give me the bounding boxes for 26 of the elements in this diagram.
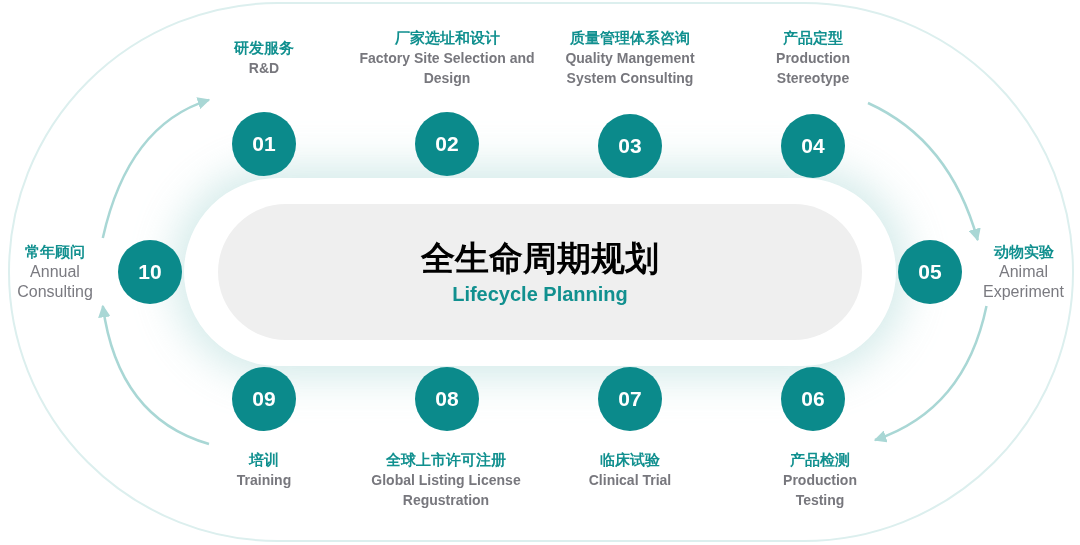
step-title: 厂家选址和设计 — [394, 28, 500, 48]
step-subtitle: Animal Experiment — [982, 262, 1065, 302]
step-title: 动物实验 — [993, 242, 1054, 262]
step-title: 常年顾问 — [25, 242, 85, 262]
step-title: 产品定型 — [783, 28, 843, 48]
center-subtitle: Lifecycle Planning — [452, 282, 628, 306]
step-subtitle: Global Listing License Regustration — [370, 471, 522, 510]
step-subtitle: Annual Consulting — [16, 262, 94, 302]
step-subtitle: Quality Mangement System Consulting — [564, 49, 696, 88]
step-title: 质量管理体系咨询 — [570, 28, 690, 48]
step-subtitle: Production Testing — [782, 471, 858, 510]
curved-arrow — [867, 101, 981, 242]
step-title: 培训 — [249, 450, 279, 470]
step-subtitle: Clinical Trial — [588, 471, 672, 490]
step-title: 产品检测 — [790, 450, 850, 470]
curved-arrow — [98, 304, 210, 446]
center-title: 全生命周期规划 — [421, 238, 659, 278]
step-title: 临床试验 — [600, 450, 660, 470]
step-subtitle: Training — [236, 471, 292, 490]
step-subtitle: Factory Site Selection and Design — [358, 49, 536, 88]
curved-arrow — [101, 97, 211, 239]
step-title: 研发服务 — [234, 38, 294, 58]
step-title: 全球上市许可注册 — [386, 450, 506, 470]
curved-arrow — [873, 305, 988, 442]
step-subtitle: R&D — [248, 59, 280, 78]
step-subtitle: Production Stereotype — [775, 49, 851, 88]
